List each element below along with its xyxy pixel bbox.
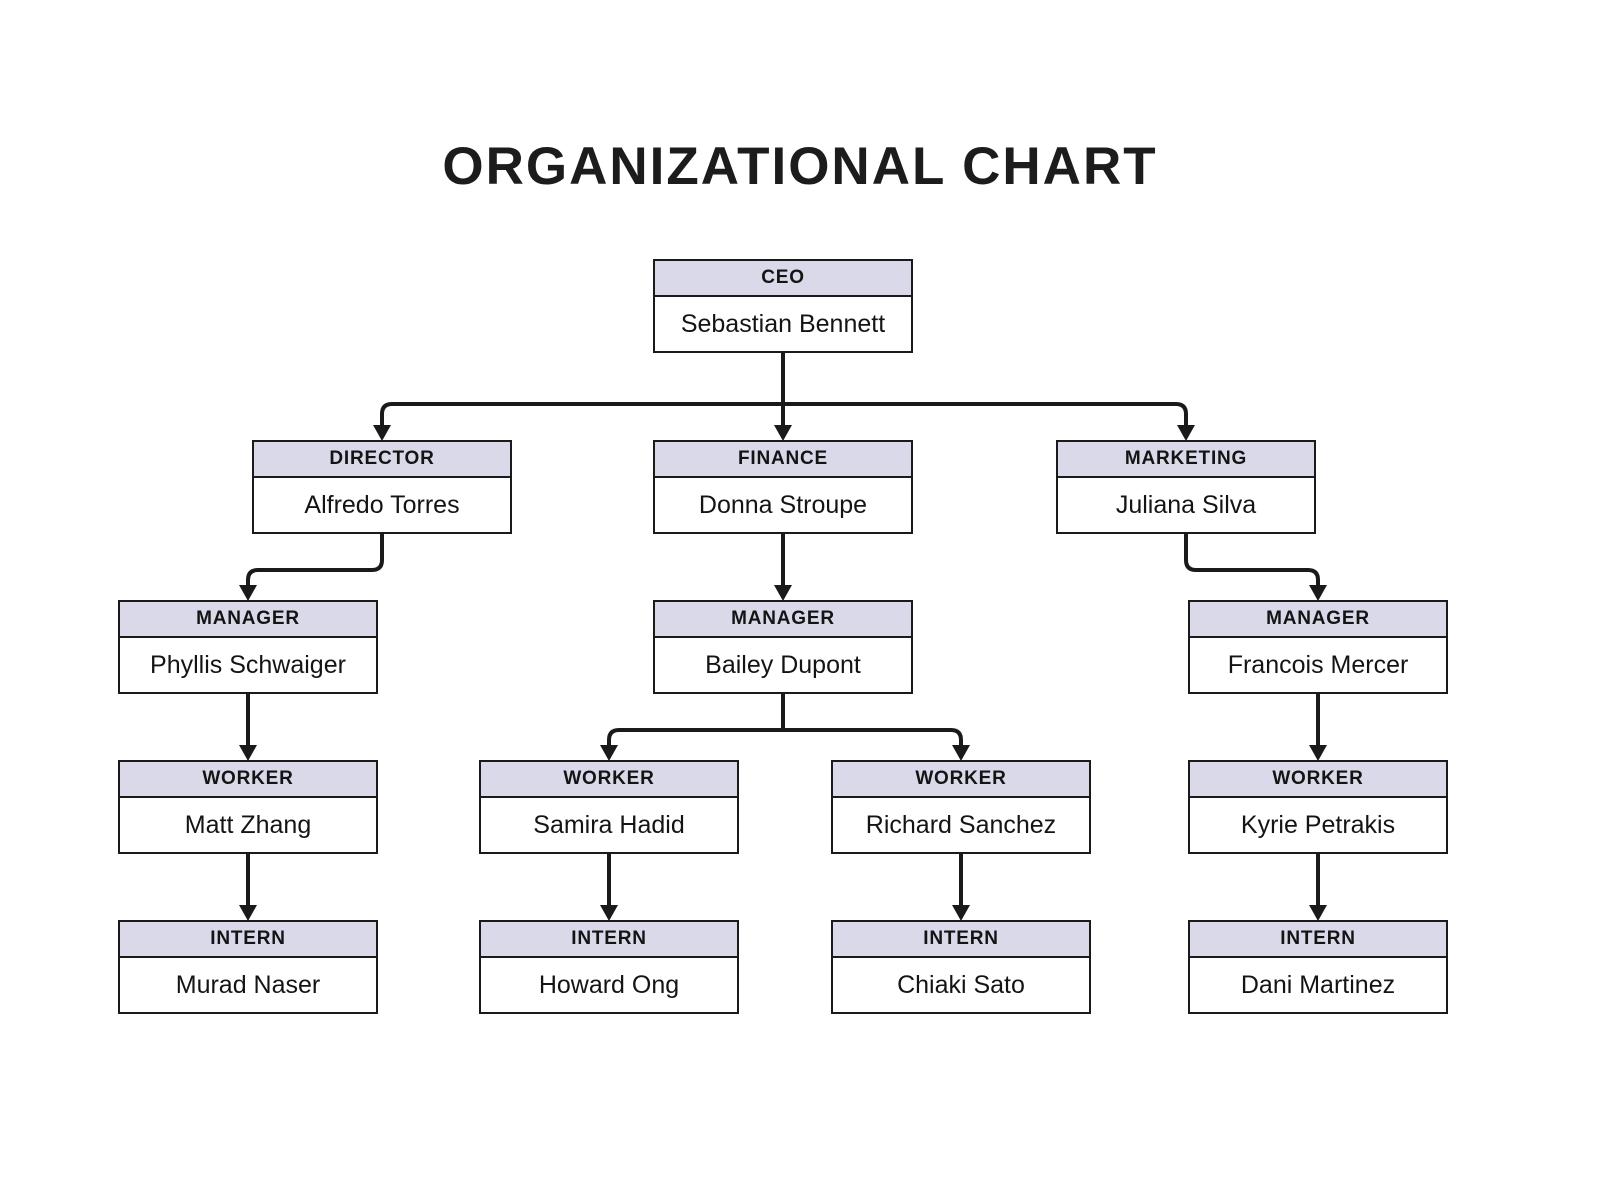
role-label: INTERN (1190, 922, 1446, 958)
person-name: Dani Martinez (1240, 970, 1396, 999)
role-label: WORKER (833, 762, 1089, 798)
person-name: Chiaki Sato (897, 970, 1025, 999)
arrow-icon (774, 585, 792, 601)
arrow-icon (1309, 745, 1327, 761)
role-label: INTERN (833, 922, 1089, 958)
arrow-icon (239, 585, 257, 601)
org-node-manager-marketing: MANAGER Francois Mercer (1188, 600, 1448, 694)
edge-manager-finance-bus (607, 728, 963, 750)
org-node-director: DIRECTOR Alfredo Torres (252, 440, 512, 534)
role-label: INTERN (481, 922, 737, 958)
arrow-icon (1177, 425, 1195, 441)
arrow-icon (239, 745, 257, 761)
org-node-intern-finance-1: INTERN Howard Ong (479, 920, 739, 1014)
role-label: WORKER (120, 762, 376, 798)
org-node-intern-director: INTERN Murad Naser (118, 920, 378, 1014)
org-node-ceo: CEO Sebastian Bennett (653, 259, 913, 353)
person-name: Sebastian Bennett (680, 309, 886, 338)
org-node-worker-finance-2: WORKER Richard Sanchez (831, 760, 1091, 854)
person-name: Juliana Silva (1115, 490, 1257, 519)
org-node-intern-finance-2: INTERN Chiaki Sato (831, 920, 1091, 1014)
role-label: MANAGER (1190, 602, 1446, 638)
person-name: Bailey Dupont (705, 650, 861, 679)
org-node-intern-marketing: INTERN Dani Martinez (1188, 920, 1448, 1014)
arrow-icon (1309, 905, 1327, 921)
person-name: Richard Sanchez (865, 810, 1057, 839)
role-label: MANAGER (120, 602, 376, 638)
page-title: ORGANIZATIONAL CHART (442, 137, 1158, 196)
org-node-worker-finance-1: WORKER Samira Hadid (479, 760, 739, 854)
arrow-icon (952, 745, 970, 761)
arrowheads (239, 425, 1327, 921)
role-label: CEO (655, 261, 911, 297)
org-node-marketing: MARKETING Juliana Silva (1056, 440, 1316, 534)
arrow-icon (600, 905, 618, 921)
arrow-icon (600, 745, 618, 761)
person-name: Donna Stroupe (698, 490, 868, 519)
role-label: MARKETING (1058, 442, 1314, 478)
person-name: Phyllis Schwaiger (150, 650, 346, 679)
person-name: Murad Naser (175, 970, 321, 999)
role-label: MANAGER (655, 602, 911, 638)
edge-marketing-manager (1184, 534, 1320, 590)
person-name: Kyrie Petrakis (1240, 810, 1396, 839)
edge-ceo-bus (380, 402, 1188, 430)
arrow-icon (952, 905, 970, 921)
person-name: Howard Ong (538, 970, 680, 999)
role-label: WORKER (481, 762, 737, 798)
org-node-manager-finance: MANAGER Bailey Dupont (653, 600, 913, 694)
person-name: Samira Hadid (533, 810, 685, 839)
org-node-worker-marketing: WORKER Kyrie Petrakis (1188, 760, 1448, 854)
person-name: Francois Mercer (1227, 650, 1409, 679)
edge-director-manager (246, 534, 384, 590)
person-name: Matt Zhang (184, 810, 312, 839)
role-label: INTERN (120, 922, 376, 958)
arrow-icon (774, 425, 792, 441)
arrow-icon (1309, 585, 1327, 601)
org-node-finance: FINANCE Donna Stroupe (653, 440, 913, 534)
arrow-icon (373, 425, 391, 441)
arrow-icon (239, 905, 257, 921)
org-node-manager-director: MANAGER Phyllis Schwaiger (118, 600, 378, 694)
org-node-worker-director: WORKER Matt Zhang (118, 760, 378, 854)
person-name: Alfredo Torres (304, 490, 460, 519)
role-label: FINANCE (655, 442, 911, 478)
role-label: WORKER (1190, 762, 1446, 798)
role-label: DIRECTOR (254, 442, 510, 478)
